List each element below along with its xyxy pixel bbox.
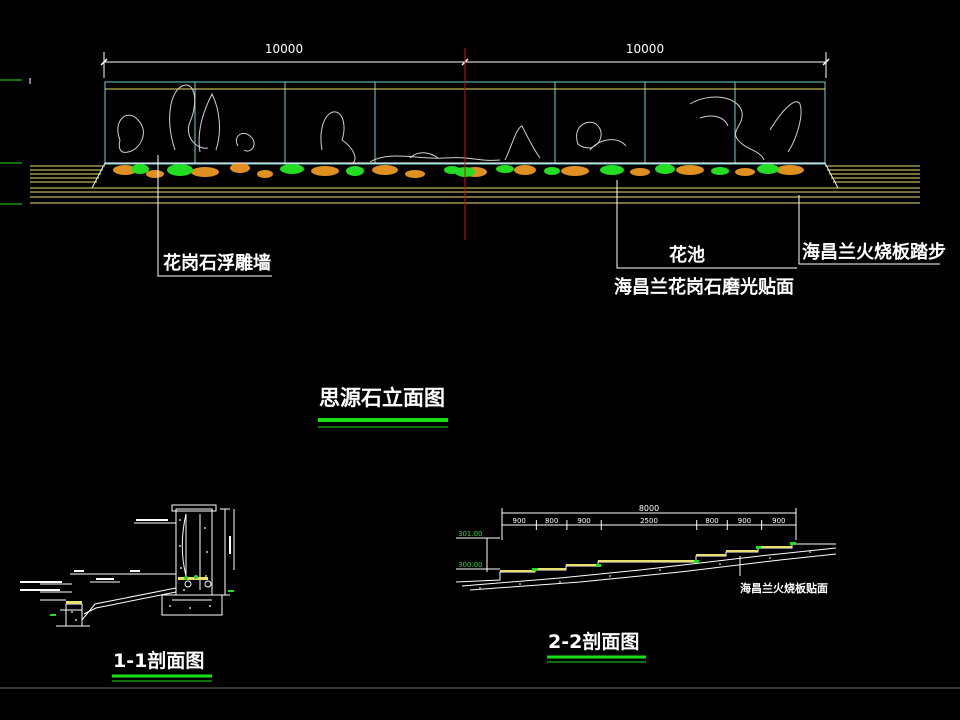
section-2-title: 2-2剖面图 — [548, 630, 639, 653]
segment-dimension: 900 — [738, 517, 751, 525]
planting-bed — [113, 163, 804, 178]
label-flower-pool: 花池 — [669, 244, 705, 266]
leader-lines — [157, 155, 940, 277]
segment-dimension: 800 — [545, 517, 558, 525]
segment-dimension: 900 — [772, 517, 785, 525]
elevation-view: 10000 10000 — [0, 42, 946, 428]
section-2-total-dimension: 8000 — [639, 504, 659, 513]
elevation-title: 思源石立面图 — [319, 386, 445, 410]
dimension-left: 10000 — [265, 42, 303, 56]
segment-dimension: 900 — [577, 517, 590, 525]
label-relief-wall: 花岗石浮雕墙 — [163, 252, 271, 274]
segment-dimension: 900 — [512, 517, 525, 525]
segment-dimension: 2500 — [640, 517, 658, 525]
label-pool-finish: 海昌兰花岗石磨光贴面 — [614, 276, 794, 298]
relief-carving — [117, 84, 802, 165]
label-steps: 海昌兰火烧板踏步 — [802, 241, 946, 263]
segment-dimension: 800 — [705, 517, 718, 525]
dimension-right: 10000 — [626, 42, 664, 56]
section-1-view: 1-1剖面图 — [20, 504, 235, 682]
level-bottom: 300.00 — [458, 561, 483, 569]
section-2-view: 8000 900 800 900 2500 800 900 900 301.00 300.0… — [455, 504, 837, 663]
section-1-title: 1-1剖面图 — [113, 649, 204, 672]
section-2-steps-label: 海昌兰火烧板贴面 — [740, 581, 828, 595]
level-markers: 301.00 300.00 — [456, 530, 500, 572]
step-lines — [30, 165, 920, 204]
step-finish — [500, 546, 792, 572]
level-top: 301.00 — [458, 530, 483, 538]
